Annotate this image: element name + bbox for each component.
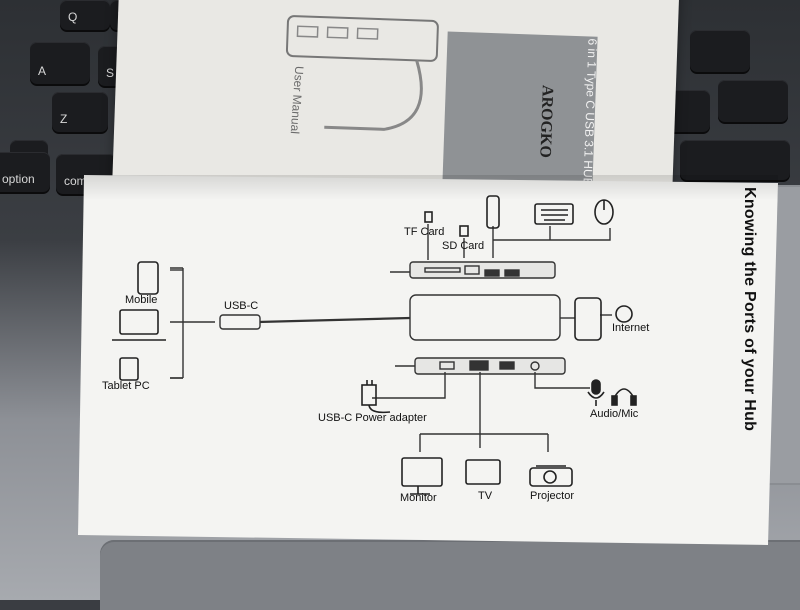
tf-card-icon: [424, 211, 433, 223]
tv-label: TV: [478, 490, 493, 502]
tablet-label: Tablet PC: [102, 380, 150, 392]
tf-card-label: TF Card: [404, 226, 445, 238]
mobile-label: Mobile: [125, 294, 158, 306]
device-bracket: [170, 267, 184, 379]
hub-body: [409, 294, 561, 341]
headphones-icon: [611, 388, 637, 406]
key-z: Z: [52, 92, 108, 132]
power-adapter-icon: [361, 380, 391, 414]
projector-label: Projector: [530, 490, 575, 502]
usb-bracket: [492, 226, 611, 258]
manual-cover: AROGKO 6 in 1 Type C USB 3.1 HUB User Ma…: [110, 0, 680, 250]
sd-card-icon: [459, 225, 469, 237]
sd-card-label: SD Card: [442, 240, 485, 252]
display-bracket: [419, 372, 549, 452]
mouse-icon: [594, 199, 614, 225]
laptop-palm-rest: [100, 540, 800, 610]
usb-c-label: USB-C: [224, 300, 259, 312]
audio-line: [534, 372, 590, 389]
power-line: [372, 372, 446, 399]
monitor-icon: [401, 457, 443, 495]
laptop-icon: [112, 309, 166, 341]
diagram-heading: Knowing the Ports of your Hub: [741, 187, 758, 432]
hub-illustration: [285, 15, 439, 131]
key-right-4: [718, 80, 788, 122]
tablet-icon: [119, 357, 139, 381]
hub-top-view: [409, 261, 556, 279]
monitor-label: Monitor: [400, 492, 437, 504]
keyboard-icon: [534, 203, 574, 225]
power-adapter-label: USB-C Power adapter: [318, 412, 427, 424]
key-option: option: [0, 152, 50, 192]
key-right-2: [690, 30, 750, 72]
usb-c-cable: [257, 316, 411, 324]
audio-mic-label: Audio/Mic: [590, 408, 639, 420]
usb-c-plug: [219, 314, 261, 330]
usb-stick-icon: [486, 195, 500, 229]
projector-icon: [529, 465, 573, 487]
hub-bottom-view: [414, 357, 566, 375]
key-a: A: [30, 42, 90, 84]
internet-label: Internet: [612, 322, 650, 334]
tv-icon: [465, 459, 501, 485]
fold-shadow: [78, 175, 778, 200]
microphone-icon: [587, 379, 605, 406]
mobile-icon: [137, 261, 159, 295]
key-q: Q: [60, 0, 110, 30]
ethernet-plug-icon: [574, 297, 602, 341]
internet-icon: [615, 305, 633, 323]
key-right-5: [680, 140, 790, 180]
